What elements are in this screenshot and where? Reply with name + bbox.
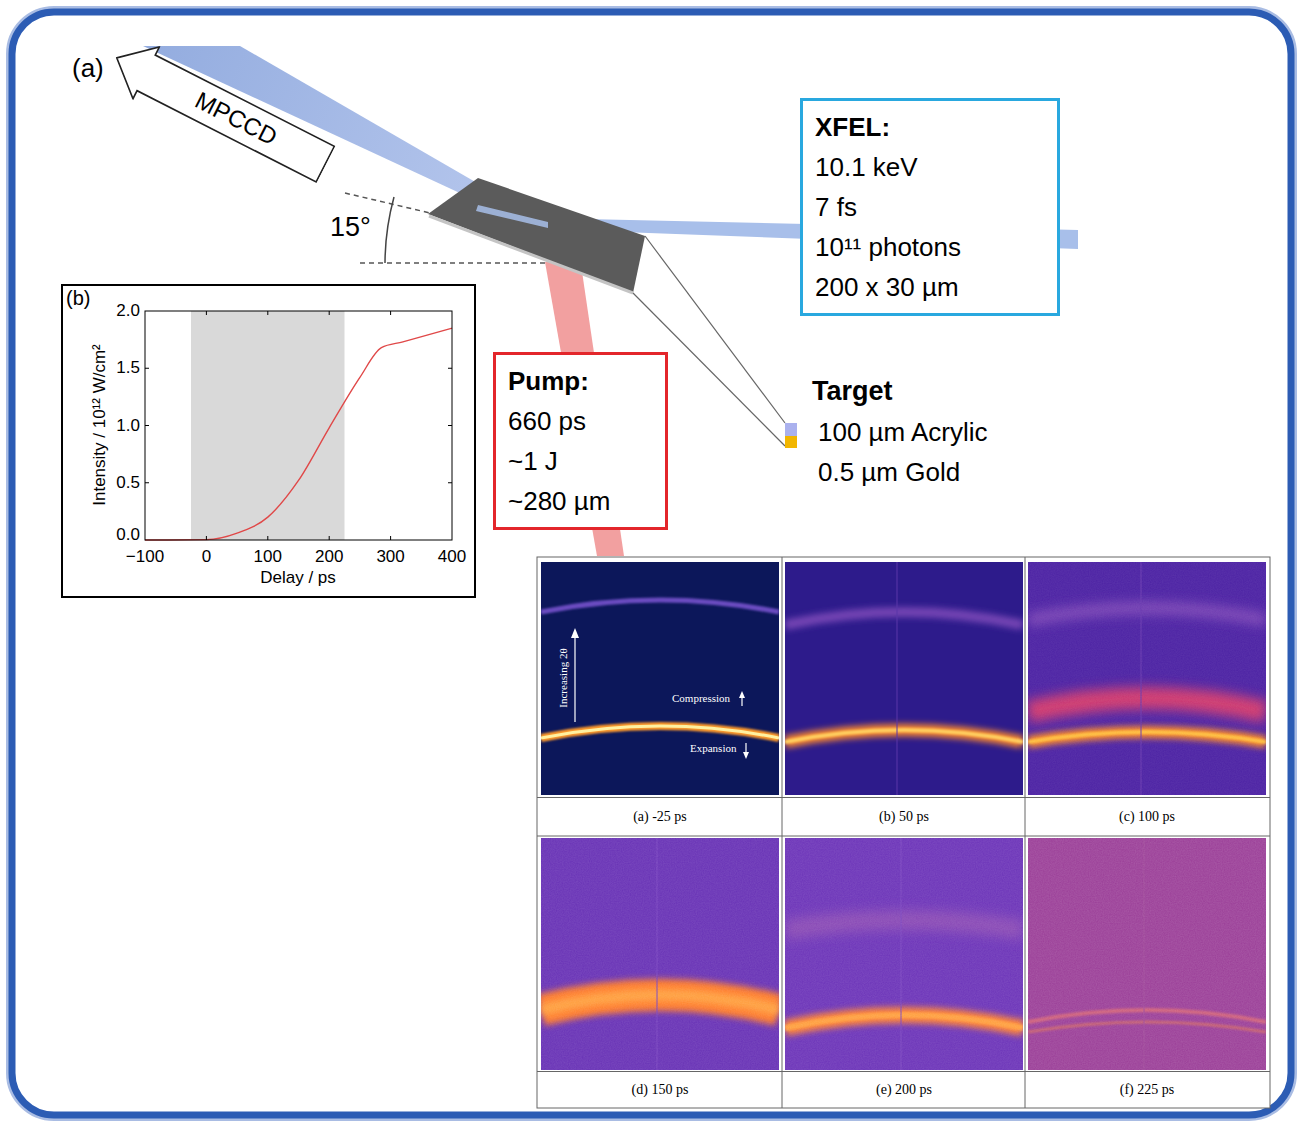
image-noise — [541, 838, 779, 1070]
intensity-curve — [145, 328, 452, 540]
box-heading: Pump: — [508, 361, 589, 401]
box-text: 10.1 keV — [815, 147, 918, 187]
image-noise — [1028, 562, 1266, 795]
arrow-head — [571, 628, 579, 638]
arrow-line — [574, 634, 575, 722]
tick-label: 1.5 — [116, 358, 140, 378]
shaded-window — [191, 311, 345, 540]
diffraction-ring — [785, 612, 1023, 625]
image-annotation: Expansion — [690, 742, 736, 755]
axis-title: Intensity / 10¹² W/cm² — [90, 344, 110, 506]
diffraction-image — [785, 838, 1023, 1070]
panel-letter: (a) — [72, 54, 104, 84]
axis-ticks — [145, 311, 452, 540]
diffraction-image — [1028, 562, 1266, 795]
tick-label: 300 — [376, 547, 404, 567]
tick-label: 400 — [438, 547, 466, 567]
diffraction-ring — [541, 726, 779, 738]
box-heading: XFEL: — [815, 107, 890, 147]
xfel-parameter-box: XFEL:10.1 keV7 fs10¹¹ photons200 x 30 µm — [800, 98, 1060, 316]
tick-label: 0.5 — [116, 473, 140, 493]
box-text: 660 ps — [508, 401, 586, 441]
frame-shadow — [12, 12, 1291, 1115]
tick-label: 2.0 — [116, 301, 140, 321]
box-text: 200 x 30 µm — [815, 267, 959, 307]
arrow-shape — [104, 32, 339, 190]
tick-label: 100 — [254, 547, 282, 567]
box-text: ~1 J — [508, 441, 558, 481]
angle-line — [345, 193, 430, 213]
image-annotation: Increasing 2θ — [557, 648, 570, 707]
diffraction-ring — [541, 726, 779, 738]
image-caption: (b) 50 ps — [879, 809, 929, 825]
tick-label: 200 — [315, 547, 343, 567]
arrow-line — [745, 743, 746, 753]
angle-label: 15° — [330, 212, 371, 243]
image-caption: (a) -25 ps — [633, 809, 687, 825]
tick-label: 0 — [202, 547, 211, 567]
diffraction-image — [785, 562, 1023, 795]
inset-frame — [62, 285, 475, 597]
beam-on-target — [476, 205, 548, 228]
box-text: 7 fs — [815, 187, 857, 227]
diffraction-ring — [785, 730, 1023, 742]
tick-label: −100 — [126, 547, 164, 567]
pump-parameter-box: Pump:660 ps~1 J~280 µm — [493, 352, 668, 530]
image-annotation: Compression — [672, 692, 730, 705]
tick-label: 1.0 — [116, 416, 140, 436]
diffraction-ring — [541, 600, 779, 612]
target-slab — [428, 178, 645, 293]
box-text: ~280 µm — [508, 481, 610, 521]
target-edge — [429, 216, 633, 293]
legend-swatch — [785, 436, 797, 448]
image-caption: (d) 150 ps — [632, 1082, 689, 1098]
plot-axes — [145, 311, 452, 540]
diffraction-ring — [785, 730, 1023, 742]
detector-seam — [897, 562, 898, 795]
legend-text: 0.5 µm Gold — [818, 458, 960, 488]
axis-title: Delay / ps — [260, 568, 336, 588]
panel-letter: (b) — [66, 287, 90, 310]
arrow-head — [739, 691, 745, 698]
tick-label: 0.0 — [116, 525, 140, 545]
angle-line — [360, 262, 545, 264]
figure-frame — [12, 12, 1291, 1115]
image-caption: (c) 100 ps — [1119, 809, 1175, 825]
image-caption: (f) 225 ps — [1120, 1082, 1174, 1098]
diffraction-image — [541, 838, 779, 1070]
image-noise — [785, 838, 1023, 1070]
legend-text: 100 µm Acrylic — [818, 418, 988, 448]
box-text: 10¹¹ photons — [815, 227, 961, 267]
diffraction-image — [1028, 838, 1266, 1070]
angle-arc — [385, 197, 394, 263]
grid-lines — [537, 557, 1270, 1108]
arrow-head — [743, 752, 749, 759]
image-grid — [537, 557, 1270, 1108]
target-heading: Target — [812, 376, 893, 407]
diffraction-image — [541, 562, 779, 795]
image-noise — [1028, 838, 1266, 1070]
image-caption: (e) 200 ps — [876, 1082, 932, 1098]
